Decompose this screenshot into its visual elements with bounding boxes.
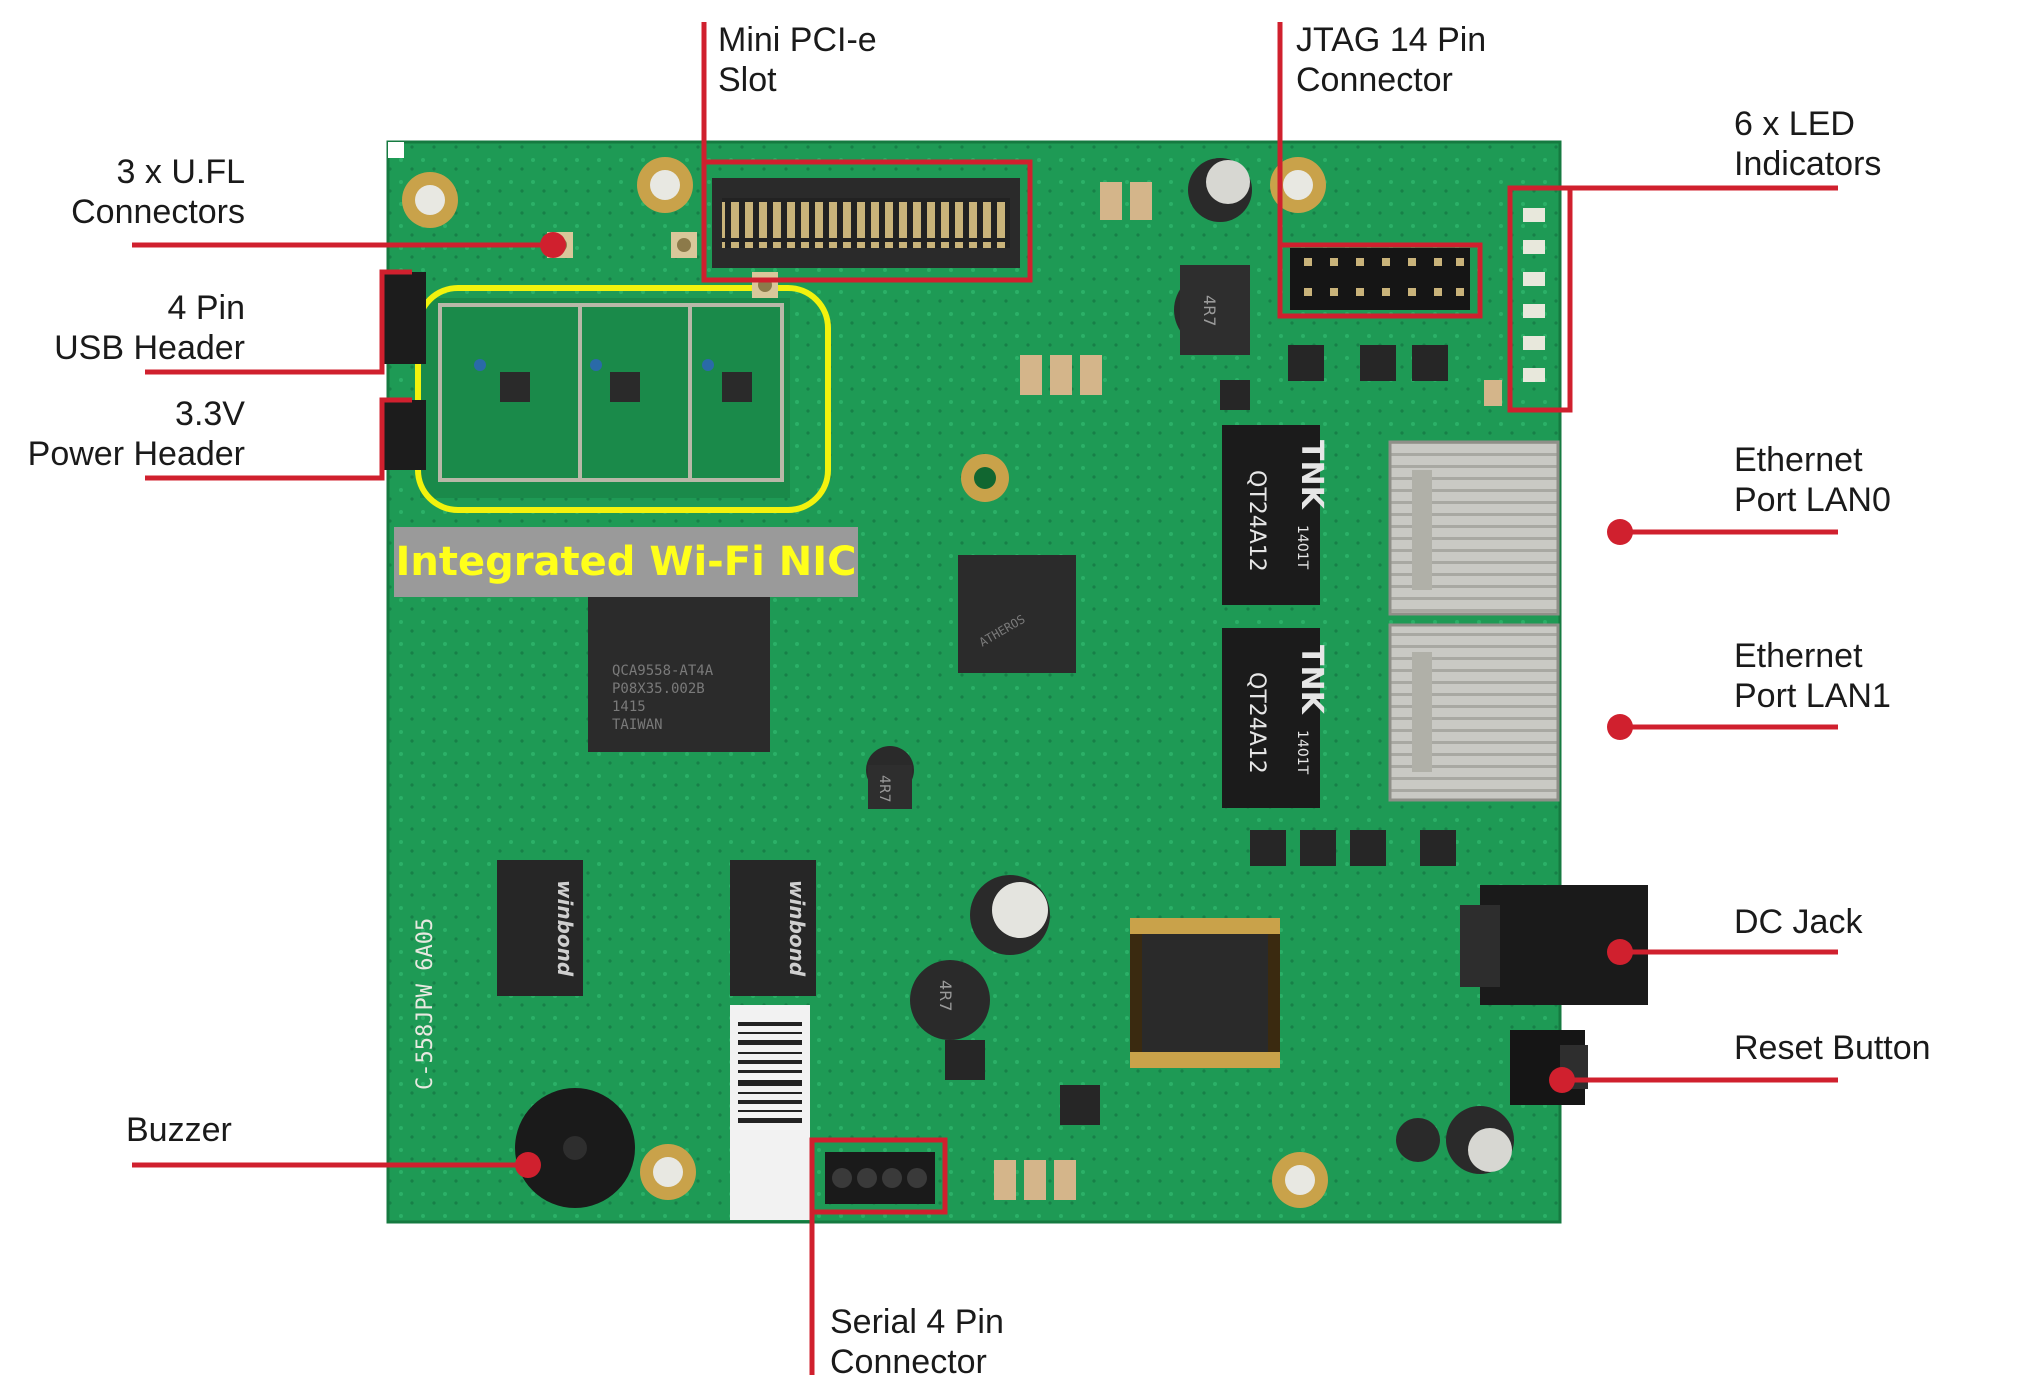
soc-text-line-2: P08X35.002B xyxy=(612,681,705,697)
label-jtag: JTAG 14 Pin Connector xyxy=(1296,20,1486,100)
smd-components xyxy=(994,182,1502,1200)
label-usb: 4 Pin USB Header xyxy=(54,288,245,368)
rj45-lan1 xyxy=(1388,623,1560,802)
mini-pcie-slot xyxy=(712,178,1020,268)
label-led-line-1: 6 x LED xyxy=(1734,105,1855,143)
label-lan0-line-1: Ethernet xyxy=(1734,441,1863,479)
ethernet-phy-chip xyxy=(958,555,1076,673)
ram-chip-1 xyxy=(497,860,583,996)
label-buzzer-line-1: Buzzer xyxy=(126,1111,232,1149)
wifi-nic-area xyxy=(420,298,790,498)
mag-brand-lan0: TNK xyxy=(1294,440,1329,511)
callout-usb xyxy=(145,269,412,375)
label-mini-pcie-line-1: Mini PCI-e xyxy=(718,21,877,59)
jtag-header xyxy=(1290,248,1470,310)
callout-power xyxy=(145,397,412,481)
silkscreen-model-text: C-558JPW 6A05 xyxy=(413,918,438,1090)
buzzer xyxy=(515,1088,635,1208)
mag-brand-lan1: TNK xyxy=(1294,645,1329,716)
callout-lines xyxy=(132,22,1838,1375)
usb-header-pins xyxy=(382,272,426,364)
soc-text-line-4: TAIWAN xyxy=(612,717,663,733)
magnetics-lan0 xyxy=(1222,425,1320,605)
label-power-line-2: Power Header xyxy=(27,435,245,473)
inductor-label-2: 4R7 xyxy=(936,980,955,1011)
label-serial-line-2: Connector xyxy=(830,1343,987,1381)
board-silkscreen: QCA9558-AT4A P08X35.002B 1415 TAIWAN ATH… xyxy=(413,612,1027,1090)
magnetics-text: TNK QT24A12 1401T TNK QT24A12 1401T xyxy=(1244,440,1329,775)
inductor-label-1: 4R7 xyxy=(1200,295,1219,326)
callout-serial xyxy=(809,1137,948,1375)
soc-chip xyxy=(588,582,770,752)
label-power-line-1: 3.3V xyxy=(175,395,245,433)
label-buzzer: Buzzer xyxy=(126,1110,232,1150)
inductors xyxy=(868,265,1250,809)
callout-dots xyxy=(515,232,1633,1178)
label-lan1-line-1: Ethernet xyxy=(1734,637,1863,675)
label-reset-line-1: Reset Button xyxy=(1734,1029,1931,1067)
callout-mini-pcie xyxy=(701,22,1033,283)
label-dc: DC Jack xyxy=(1734,902,1862,942)
mag-part-lan1: QT24A12 xyxy=(1244,672,1269,774)
label-reset: Reset Button xyxy=(1734,1028,1931,1068)
inductor-text: 4R7 4R7 4R7 xyxy=(876,295,1219,1011)
wifi-nic-highlight xyxy=(415,285,831,513)
label-usb-line-1: 4 Pin xyxy=(167,289,246,327)
label-serial: Serial 4 Pin Connector xyxy=(830,1302,1004,1382)
poe-transformer xyxy=(1130,918,1280,1068)
label-serial-line-1: Serial 4 Pin xyxy=(830,1303,1004,1341)
callout-jtag xyxy=(1277,22,1483,319)
label-ufl-line-2: Connectors xyxy=(71,193,245,231)
led-indicators xyxy=(1523,208,1545,382)
label-usb-line-2: USB Header xyxy=(54,329,245,367)
magnetics-lan1 xyxy=(1222,628,1320,808)
label-lan0: Ethernet Port LAN0 xyxy=(1734,440,1891,520)
label-led: 6 x LED Indicators xyxy=(1734,104,1881,184)
ram-brand-1: winbond xyxy=(553,880,577,977)
label-ufl-line-1: 3 x U.FL xyxy=(116,153,245,191)
soc-text-line-1: QCA9558-AT4A xyxy=(612,663,714,679)
label-mini-pcie: Mini PCI-e Slot xyxy=(718,20,877,100)
wifi-nic-banner: Integrated Wi-Fi NIC xyxy=(394,527,858,597)
label-jtag-line-2: Connector xyxy=(1296,61,1453,99)
label-mini-pcie-line-2: Slot xyxy=(718,61,777,99)
label-lan0-line-2: Port LAN0 xyxy=(1734,481,1891,519)
soc-text-line-3: 1415 xyxy=(612,699,646,715)
label-led-line-2: Indicators xyxy=(1734,145,1882,183)
label-power: 3.3V Power Header xyxy=(28,394,245,474)
reset-button xyxy=(1510,1030,1588,1105)
inductor-label-3: 4R7 xyxy=(876,775,892,803)
mag-code-lan0: 1401T xyxy=(1294,525,1310,570)
pcb-corner-cut xyxy=(388,142,404,158)
power-header-pins xyxy=(382,400,426,470)
label-lan1: Ethernet Port LAN1 xyxy=(1734,636,1891,716)
barcode-sticker xyxy=(730,1005,810,1220)
mag-part-lan0: QT24A12 xyxy=(1244,470,1269,572)
label-ufl: 3 x U.FL Connectors xyxy=(71,152,245,232)
mounting-holes xyxy=(402,157,1328,1208)
transistors xyxy=(945,345,1456,1125)
label-dc-line-1: DC Jack xyxy=(1734,903,1863,941)
serial-header xyxy=(825,1152,935,1204)
mag-code-lan1: 1401T xyxy=(1294,730,1310,775)
label-jtag-line-1: JTAG 14 Pin xyxy=(1296,21,1487,59)
ram-text: winbond winbond xyxy=(553,880,809,977)
ram-chip-2 xyxy=(730,860,816,996)
callout-led xyxy=(1507,185,1838,413)
ram-brand-2: winbond xyxy=(785,880,809,977)
label-lan1-line-2: Port LAN1 xyxy=(1734,677,1891,715)
rj45-lan0 xyxy=(1388,440,1560,616)
